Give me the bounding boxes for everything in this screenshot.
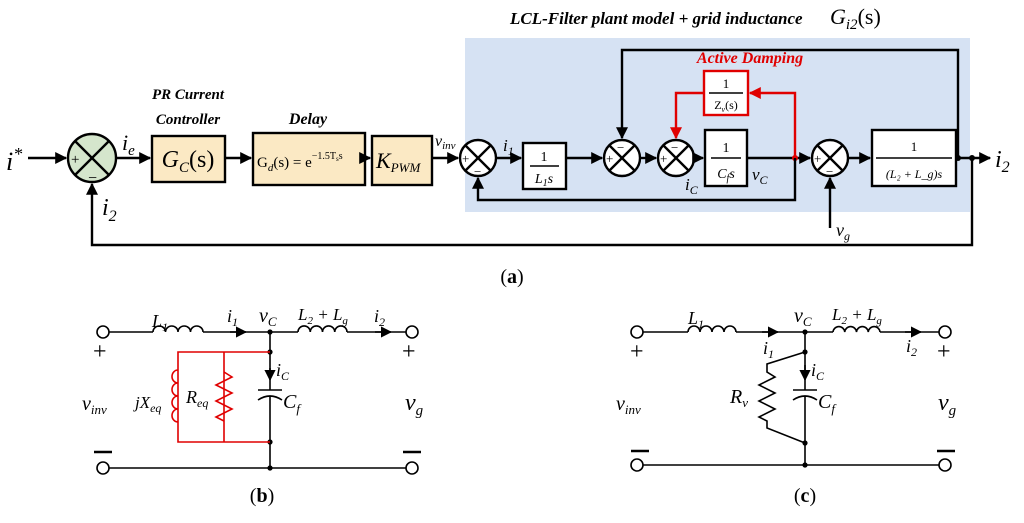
panel-b-caption: (b) <box>250 485 274 507</box>
zv-block-numerator: 1 <box>723 76 730 91</box>
c-ic-label: iC <box>811 360 825 383</box>
controller-title-line2: Controller <box>156 112 220 128</box>
cf-block-numerator: 1 <box>723 141 730 156</box>
c-cf-label: Cf <box>818 391 837 416</box>
svg-text:+: + <box>606 151 613 166</box>
svg-text:−: − <box>617 140 624 155</box>
b-i1-label: i1 <box>227 306 238 329</box>
reference-current-label: i* <box>6 144 22 176</box>
svg-text:−: − <box>474 164 481 179</box>
c-vinv-label: vinv <box>616 393 641 417</box>
c-vg-label: vg <box>938 390 957 419</box>
c-left-plus: + <box>630 339 644 365</box>
controller-block-label: GC(s) <box>162 147 215 176</box>
pwm-gain-label: KPWM <box>375 148 421 175</box>
svg-text:+: + <box>462 151 469 166</box>
c-l2lg-label: L2 + Lg <box>831 305 882 327</box>
b-ic-label: iC <box>276 360 290 383</box>
svg-text:−: − <box>826 164 833 179</box>
vinv-label: vinv <box>435 133 456 152</box>
c-rv-label: Rv <box>729 386 748 410</box>
plant-title: LCL-Filter plant model + grid inductance <box>509 9 803 28</box>
svg-text:+: + <box>71 152 79 168</box>
panel-a-block-diagram: LCL-Filter plant model + grid inductance… <box>6 4 1010 288</box>
b-req-label: Req <box>185 387 208 410</box>
b-left-plus: + <box>93 339 107 365</box>
svg-text:−: − <box>88 170 97 187</box>
pwm-gain-block <box>370 134 434 187</box>
summing-junction-5: + − <box>810 138 850 179</box>
c-vc-label: vC <box>794 305 812 329</box>
grid-block-numerator: 1 <box>911 139 918 154</box>
b-right-plus: + <box>402 339 416 365</box>
capacitor-current-feedback <box>616 48 960 158</box>
summing-junction-3: + − <box>602 138 642 178</box>
b-l2lg-label: L2 + Lg <box>297 305 348 327</box>
c-l1-inductor <box>687 325 737 333</box>
summing-junction-4: + − <box>656 138 696 178</box>
c-i2-label: i2 <box>906 336 917 359</box>
error-signal-label: ie <box>122 130 135 159</box>
l1-block-numerator: 1 <box>541 150 548 165</box>
svg-text:+: + <box>814 151 821 166</box>
l1-inductor <box>152 325 204 333</box>
ic-label: iC <box>685 175 699 197</box>
c-right-plus: + <box>937 339 951 365</box>
outer-current-feedback <box>86 158 974 247</box>
c-l2-inductor <box>832 325 881 333</box>
zv-block-denominator: Zv(s) <box>714 98 738 114</box>
plant-transfer-function: Gi2(s) <box>830 4 881 33</box>
c-l1-label: L1 <box>687 308 704 331</box>
delay-block <box>251 131 367 187</box>
active-damping-title: Active Damping <box>696 50 803 67</box>
delay-title: Delay <box>288 111 328 128</box>
panel-c-caption: (c) <box>794 485 816 507</box>
c-i1-label: i1 <box>763 338 774 361</box>
feedback-current-label: i2 <box>102 195 117 225</box>
panel-a-caption: (a) <box>500 266 523 288</box>
jxeq-inductor <box>171 369 179 423</box>
delay-block-label: Gd(s) = e−1.5Tss <box>257 151 343 174</box>
svg-text:+: + <box>660 151 667 166</box>
svg-text:−: − <box>671 140 678 155</box>
summing-junction-1: + − <box>66 132 118 187</box>
b-i2-label: i2 <box>374 306 385 329</box>
b-vinv-label: vinv <box>82 393 107 417</box>
b-vg-label: vg <box>405 390 424 419</box>
cf-block-denominator: Cfs <box>717 167 735 184</box>
req-resistor <box>214 371 234 422</box>
vc-label: vC <box>752 165 769 187</box>
grid-block-denominator: (L₂ + L_g)s <box>886 167 943 181</box>
rv-resistor <box>757 351 806 444</box>
i1-label: i1 <box>503 136 514 158</box>
b-l1-label: L1 <box>151 311 168 334</box>
panel-c-circuit: L1 i1 vC L2 + Lg i2 iC Cf Rv vinv vg + +… <box>616 305 957 507</box>
b-cf-label: Cf <box>283 391 302 416</box>
summing-junction-2: + − <box>458 138 498 179</box>
output-current-label: i2 <box>995 147 1010 176</box>
panel-b-circuit: L1 i1 vC L2 + Lg i2 iC Cf jXeq Req vinv … <box>82 305 424 507</box>
l2-inductor <box>297 325 348 333</box>
controller-title: PR Current <box>152 87 225 103</box>
vc-feedback <box>472 158 797 202</box>
l1-block-denominator: L1s <box>534 172 554 189</box>
b-jxeq-label: jXeq <box>133 393 161 415</box>
b-vc-label: vC <box>259 305 277 329</box>
vg-label: vg <box>836 220 850 243</box>
